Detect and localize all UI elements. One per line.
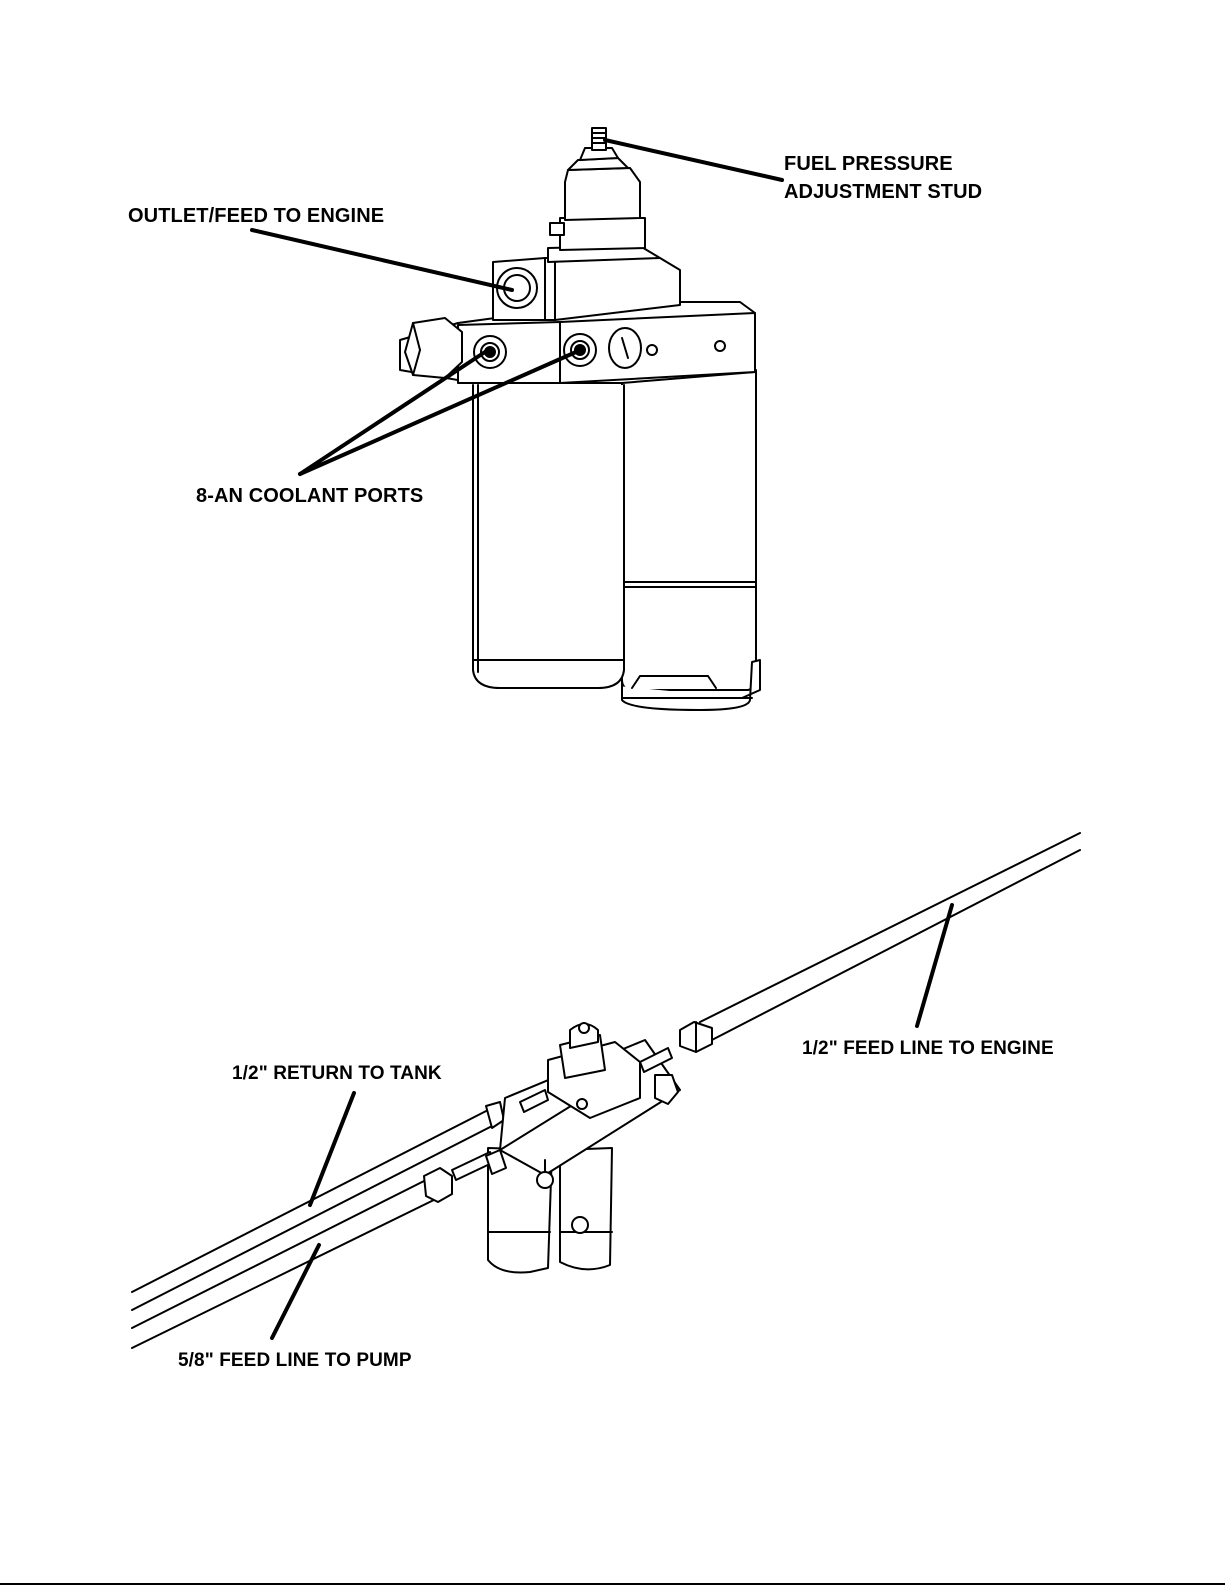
regulator-housing: [493, 148, 680, 320]
label-outlet-feed: OUTLET/FEED TO ENGINE: [128, 202, 384, 230]
label-return-to-tank: 1/2" RETURN TO TANK: [232, 1061, 442, 1088]
return-line-pipe: [132, 1102, 504, 1310]
pump-assembly-small: [452, 1023, 680, 1273]
pump-canister: [608, 370, 760, 710]
label-fuel-pressure-line1: FUEL PRESSURE: [784, 150, 982, 178]
label-fuel-pressure-line2: ADJUSTMENT STUD: [784, 178, 982, 206]
line-routing-bottom: [132, 833, 1080, 1348]
feed-line-engine-pipe: [680, 833, 1080, 1052]
label-fuel-pressure-stud: FUEL PRESSURE ADJUSTMENT STUD: [784, 150, 982, 206]
label-feed-line-engine: 1/2" FEED LINE TO ENGINE: [802, 1036, 1054, 1063]
label-coolant-ports: 8-AN COOLANT PORTS: [196, 482, 423, 510]
filter-canister: [473, 385, 624, 688]
label-feed-line-pump: 5/8" FEED LINE TO PUMP: [178, 1348, 412, 1375]
feed-pump-line-pipe: [132, 1168, 452, 1348]
